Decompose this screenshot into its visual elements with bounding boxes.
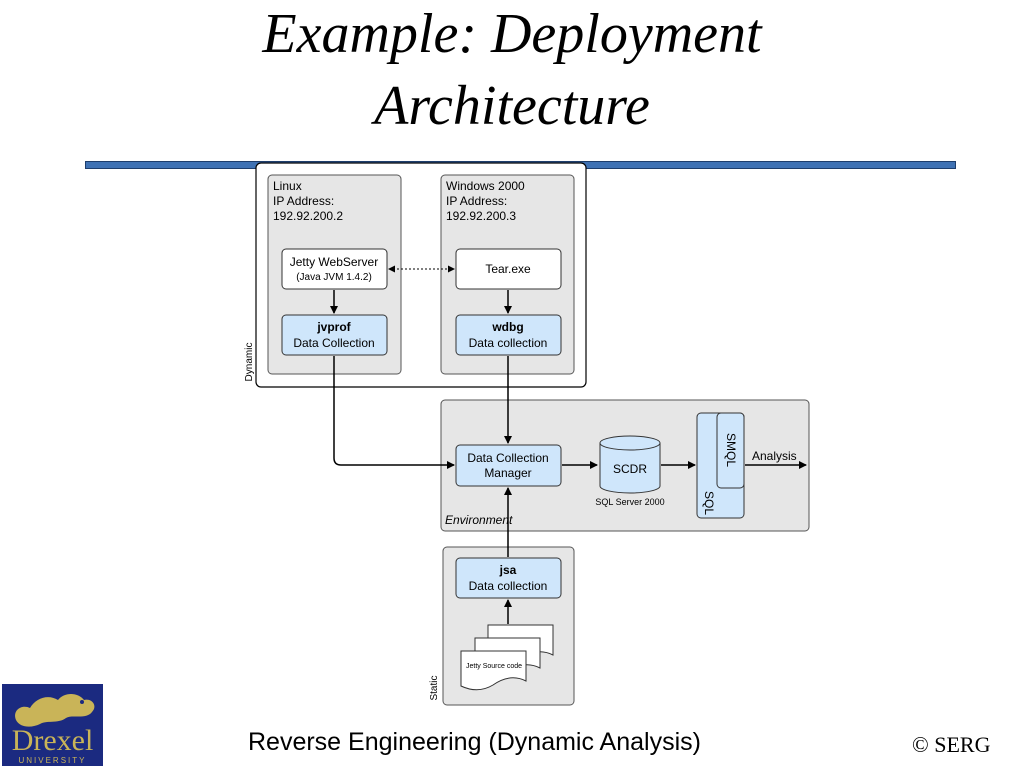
analysis-label: Analysis xyxy=(752,449,797,463)
wdbg-box xyxy=(455,314,562,356)
jetty-jvm-label: (Java JVM 1.4.2) xyxy=(296,272,372,283)
dcm-label-line1: Data Collection xyxy=(467,451,548,465)
environment-label: Environment xyxy=(445,513,513,527)
footer-text: Reverse Engineering (Dynamic Analysis) xyxy=(248,728,701,756)
tear-exe-label: Tear.exe xyxy=(485,262,531,276)
smql-box xyxy=(716,412,745,489)
jvprof-name: jvprof xyxy=(316,320,351,334)
title-line-2: Architecture xyxy=(374,75,650,137)
jsa-box xyxy=(455,557,562,599)
jsa-name: jsa xyxy=(499,563,517,577)
drexel-subtitle: UNIVERSITY xyxy=(18,756,87,765)
linux-ip-label: IP Address: xyxy=(273,194,334,208)
windows-os-label: Windows 2000 xyxy=(446,179,525,193)
title-line-1: Example: Deployment xyxy=(262,3,762,65)
wdbg-desc: Data collection xyxy=(469,336,548,350)
drexel-logo: Drexel UNIVERSITY xyxy=(2,684,103,766)
scdr-sublabel: SQL Server 2000 xyxy=(595,497,664,507)
jvprof-box xyxy=(281,314,388,356)
windows-ip-label: IP Address: xyxy=(446,194,507,208)
static-label: Static xyxy=(429,675,440,700)
scdr-label: SCDR xyxy=(613,462,647,476)
scdr-database-icon xyxy=(599,435,661,494)
jvprof-desc: Data Collection xyxy=(293,336,374,350)
jetty-webserver-label: Jetty WebServer xyxy=(290,255,378,269)
linux-os-label: Linux xyxy=(273,179,302,193)
dynamic-label: Dynamic xyxy=(244,343,255,382)
tear-exe-box xyxy=(455,248,562,290)
dragon-icon xyxy=(15,694,95,727)
data-collection-manager-box xyxy=(455,444,562,487)
source-code-documents-icon xyxy=(460,624,554,691)
jsa-desc: Data collection xyxy=(469,579,548,593)
drexel-wordmark: Drexel xyxy=(11,724,94,757)
copyright-text: © SERG xyxy=(912,732,991,757)
dcm-label-line2: Manager xyxy=(484,466,531,480)
linux-ip-address: 192.92.200.2 xyxy=(273,209,343,223)
jetty-webserver-box xyxy=(281,248,388,290)
jvprof-to-dcm-arrow xyxy=(333,356,455,469)
source-code-label: Jetty Source code xyxy=(466,663,522,670)
smql-label: SMQL xyxy=(724,433,738,467)
windows-ip-address: 192.92.200.3 xyxy=(446,209,516,223)
sql-label: SQL xyxy=(702,491,716,515)
wdbg-name: wdbg xyxy=(491,320,523,334)
